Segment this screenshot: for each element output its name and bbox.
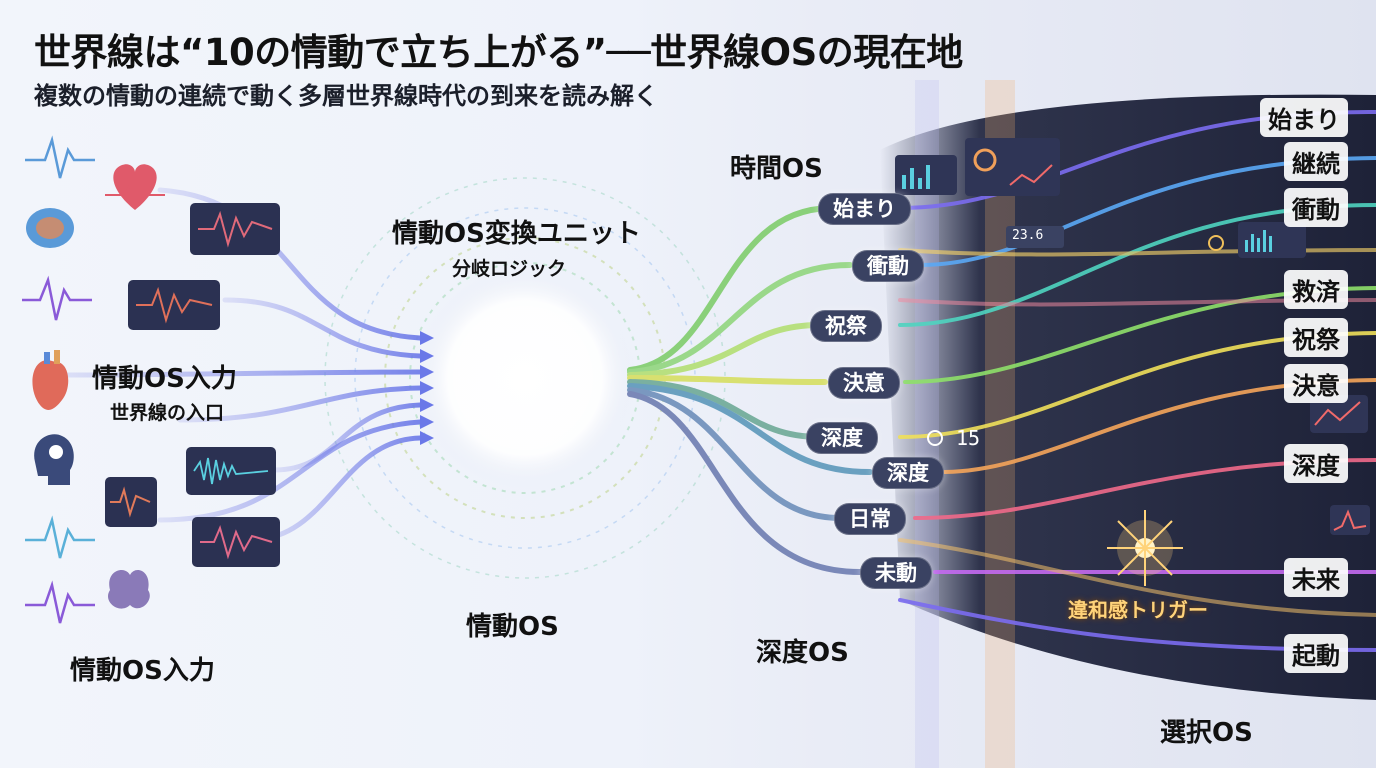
branch-pill-depth: 深度: [806, 422, 878, 454]
pulse-icon: [25, 135, 95, 179]
waveform-monitor: [186, 447, 276, 495]
branch-pill-festival: 祝祭: [810, 310, 882, 342]
right-label-depth: 深度: [1284, 444, 1348, 483]
time-os-label: 時間OS: [730, 154, 823, 184]
dashboard-card: [895, 155, 957, 195]
choice-os-label: 選択OS: [1160, 718, 1253, 748]
right-label-salvation: 救済: [1284, 270, 1348, 309]
readout-box: [1006, 226, 1064, 248]
page-subtitle: 複数の情動の連続で動く多層世界線時代の到来を読み解く: [34, 82, 658, 110]
unit-label: 情動OS変換ユニット: [392, 219, 641, 249]
input-flows: [57, 187, 423, 543]
heart-icon: [105, 164, 165, 210]
right-label-continue: 継続: [1284, 142, 1348, 181]
waveform-monitor: [190, 203, 280, 255]
core-label: 情動OS: [466, 612, 559, 642]
dashboard-card: [1330, 505, 1370, 535]
branch-pill-impulse: 衝動: [852, 250, 924, 282]
right-label-boot: 起動: [1284, 634, 1348, 673]
pulse-icon: [22, 275, 92, 321]
right-label-start: 始まり: [1260, 98, 1348, 137]
output-flows: [627, 205, 873, 575]
readout-value-b: 15: [956, 426, 981, 450]
pulse-icon: [25, 580, 95, 624]
waveform-monitor: [105, 477, 157, 527]
brain-icon: [108, 570, 150, 609]
dial-icon: [1208, 235, 1224, 251]
branch-pill-daily: 日常: [834, 503, 906, 535]
waveform-monitor: [192, 517, 280, 567]
branch-pill-depth-2: 深度: [872, 457, 944, 489]
input-label: 情動OS入力: [92, 364, 237, 394]
trigger-burst: [1107, 510, 1183, 586]
page-title: 世界線は“10の情動で立ち上がる”──世界線OSの現在地: [34, 31, 963, 74]
heart-organ-icon: [32, 350, 69, 410]
unit-sublabel: 分岐ロジック: [452, 258, 567, 280]
pulse-icon: [25, 515, 95, 559]
dashboard-card: [1310, 395, 1368, 433]
waveform-monitor: [128, 280, 220, 330]
input-arrowheads: [420, 331, 434, 445]
core-glow: [415, 268, 635, 488]
branch-pill-unmoved: 未動: [860, 557, 932, 589]
right-label-future: 未来: [1284, 558, 1348, 597]
input-sublabel: 世界線の入口: [110, 402, 225, 424]
head-icon: [34, 434, 74, 485]
brain-icon: [26, 208, 74, 248]
depth-os-label: 深度OS: [756, 638, 849, 668]
trigger-label: 違和感トリガー: [1068, 598, 1208, 622]
readout-value-a: 23.6: [1012, 228, 1044, 243]
right-label-festival: 祝祭: [1284, 318, 1348, 357]
branch-pill-start: 始まり: [818, 193, 911, 225]
input-label-bottom: 情動OS入力: [70, 656, 215, 686]
dial-icon: [927, 430, 943, 446]
right-label-resolve: 決意: [1284, 364, 1348, 403]
branch-pill-resolve: 決意: [828, 367, 900, 399]
dashboard-card: [965, 138, 1060, 196]
dashboard-card: [1238, 222, 1306, 258]
right-label-impulse: 衝動: [1284, 188, 1348, 227]
